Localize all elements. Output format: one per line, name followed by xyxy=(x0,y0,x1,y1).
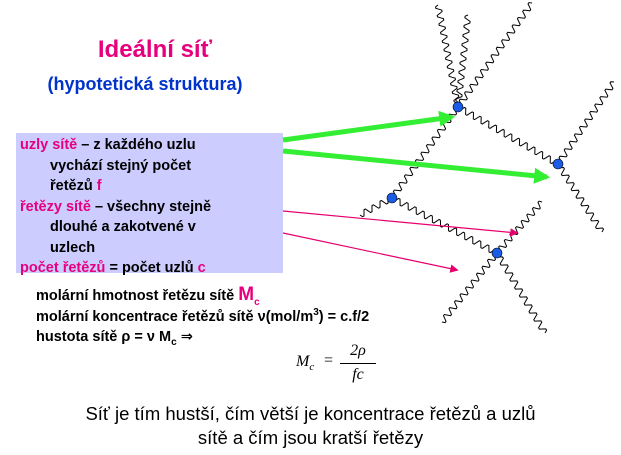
fraction-bar xyxy=(340,363,376,364)
Mc-sub: c xyxy=(254,296,260,308)
chain-segment-6 xyxy=(555,163,605,233)
conclusion-line-2: sítě a čím jsou kratší řetězy xyxy=(197,427,424,448)
network-chains xyxy=(359,2,615,334)
box-line-3: řetězů f xyxy=(20,176,283,197)
chain-count-term: počet řetězů xyxy=(20,260,106,276)
chain-segment-4 xyxy=(457,106,559,165)
formula-conc-unit: (mol/m xyxy=(265,308,314,325)
formula-conc-rhs: ) = c.f/2 xyxy=(318,308,370,325)
page-title: Ideální síť xyxy=(97,36,213,63)
chain-segment-8 xyxy=(391,197,498,254)
chain-segment-9 xyxy=(359,195,393,218)
conclusion-text: Síť je tím hustší, čím větší je koncentr… xyxy=(0,402,621,450)
equation-lhs-M: M xyxy=(296,353,310,370)
chain-segment-2 xyxy=(455,14,471,108)
box-line-4: řetězy sítě – všechny stejně xyxy=(20,197,283,218)
green-arrow-2 xyxy=(282,148,551,184)
formula-density-text: hustota sítě xyxy=(36,329,122,345)
chain-segment-1 xyxy=(435,4,461,108)
nodes-def-3: řetězů xyxy=(50,178,97,194)
implies-arrow: ⇒ xyxy=(176,329,193,345)
box-line-6: uzlech xyxy=(50,239,96,256)
chain-count-def: = počet uzlů xyxy=(105,260,198,276)
rho-symbol: ρ xyxy=(121,329,131,345)
c-symbol: c xyxy=(197,260,206,276)
formula-density-eq: = xyxy=(130,329,147,345)
chain-segment-3 xyxy=(457,2,533,108)
network-node-1 xyxy=(452,101,464,113)
equation-lhs-sub: c xyxy=(309,361,315,374)
nu-symbol-2: ν xyxy=(146,329,155,345)
chains-term: řetězy sítě xyxy=(20,198,91,215)
box-line-5: dlouhé a zakotvené v xyxy=(50,219,196,235)
f-symbol: f xyxy=(96,178,102,194)
formula-density-sub: c xyxy=(171,336,177,348)
page-subtitle: (hypotetická struktura) xyxy=(47,74,243,94)
box-line-1: uzly sítě – z každého uzlu xyxy=(20,135,283,156)
chain-segment-12 xyxy=(494,252,548,334)
Mc-M: M xyxy=(238,284,255,305)
equation-equals: = xyxy=(324,352,334,369)
nodes-def-1: – z každého uzlu xyxy=(77,137,196,153)
green-arrow-1 xyxy=(282,110,456,143)
formula-conc-sup: 3 xyxy=(313,307,319,318)
red-arrow-1 xyxy=(282,210,519,237)
box-line-7: počet řetězů = počet uzlů c xyxy=(20,258,283,279)
mc-equation: Mc = 2ρ fc xyxy=(292,340,382,388)
formula-molar-mass-text: molární hmotnost řetězu sítě xyxy=(36,288,239,304)
formula-molar-concentration: molární koncentrace řetězů sítě ν(mol/m3… xyxy=(36,307,369,325)
formula-density: hustota sítě ρ = ν Mc ⇒ xyxy=(36,329,193,348)
nodes-term: uzly sítě xyxy=(20,137,78,153)
definition-box: uzly sítě – z každého uzlu vychází stejn… xyxy=(16,133,283,276)
chains-def-1: – všechny stejně xyxy=(90,198,212,215)
network-node-3 xyxy=(386,192,398,204)
chain-segment-11 xyxy=(441,251,498,324)
equation-numerator: 2ρ xyxy=(350,342,366,359)
conclusion-line-1: Síť je tím hustší, čím větší je koncentr… xyxy=(85,403,536,424)
network-node-4 xyxy=(491,247,503,259)
equation-lhs: Mc xyxy=(296,353,314,373)
network-node-2 xyxy=(552,158,564,170)
formula-conc-text: molární koncentrace řetězů sítě xyxy=(36,308,258,325)
nu-symbol: ν xyxy=(257,308,266,325)
formula-molar-mass: molární hmotnost řetězu sítě Mc xyxy=(36,284,260,308)
red-arrow-2 xyxy=(282,232,459,273)
formula-density-M: M xyxy=(155,329,172,345)
box-line-2: vychází stejný počet xyxy=(50,157,192,174)
Mc-symbol: Mc xyxy=(238,284,260,308)
equation-denominator: fc xyxy=(352,366,364,383)
chain-segment-10 xyxy=(496,200,543,255)
chain-segment-7 xyxy=(557,81,615,165)
